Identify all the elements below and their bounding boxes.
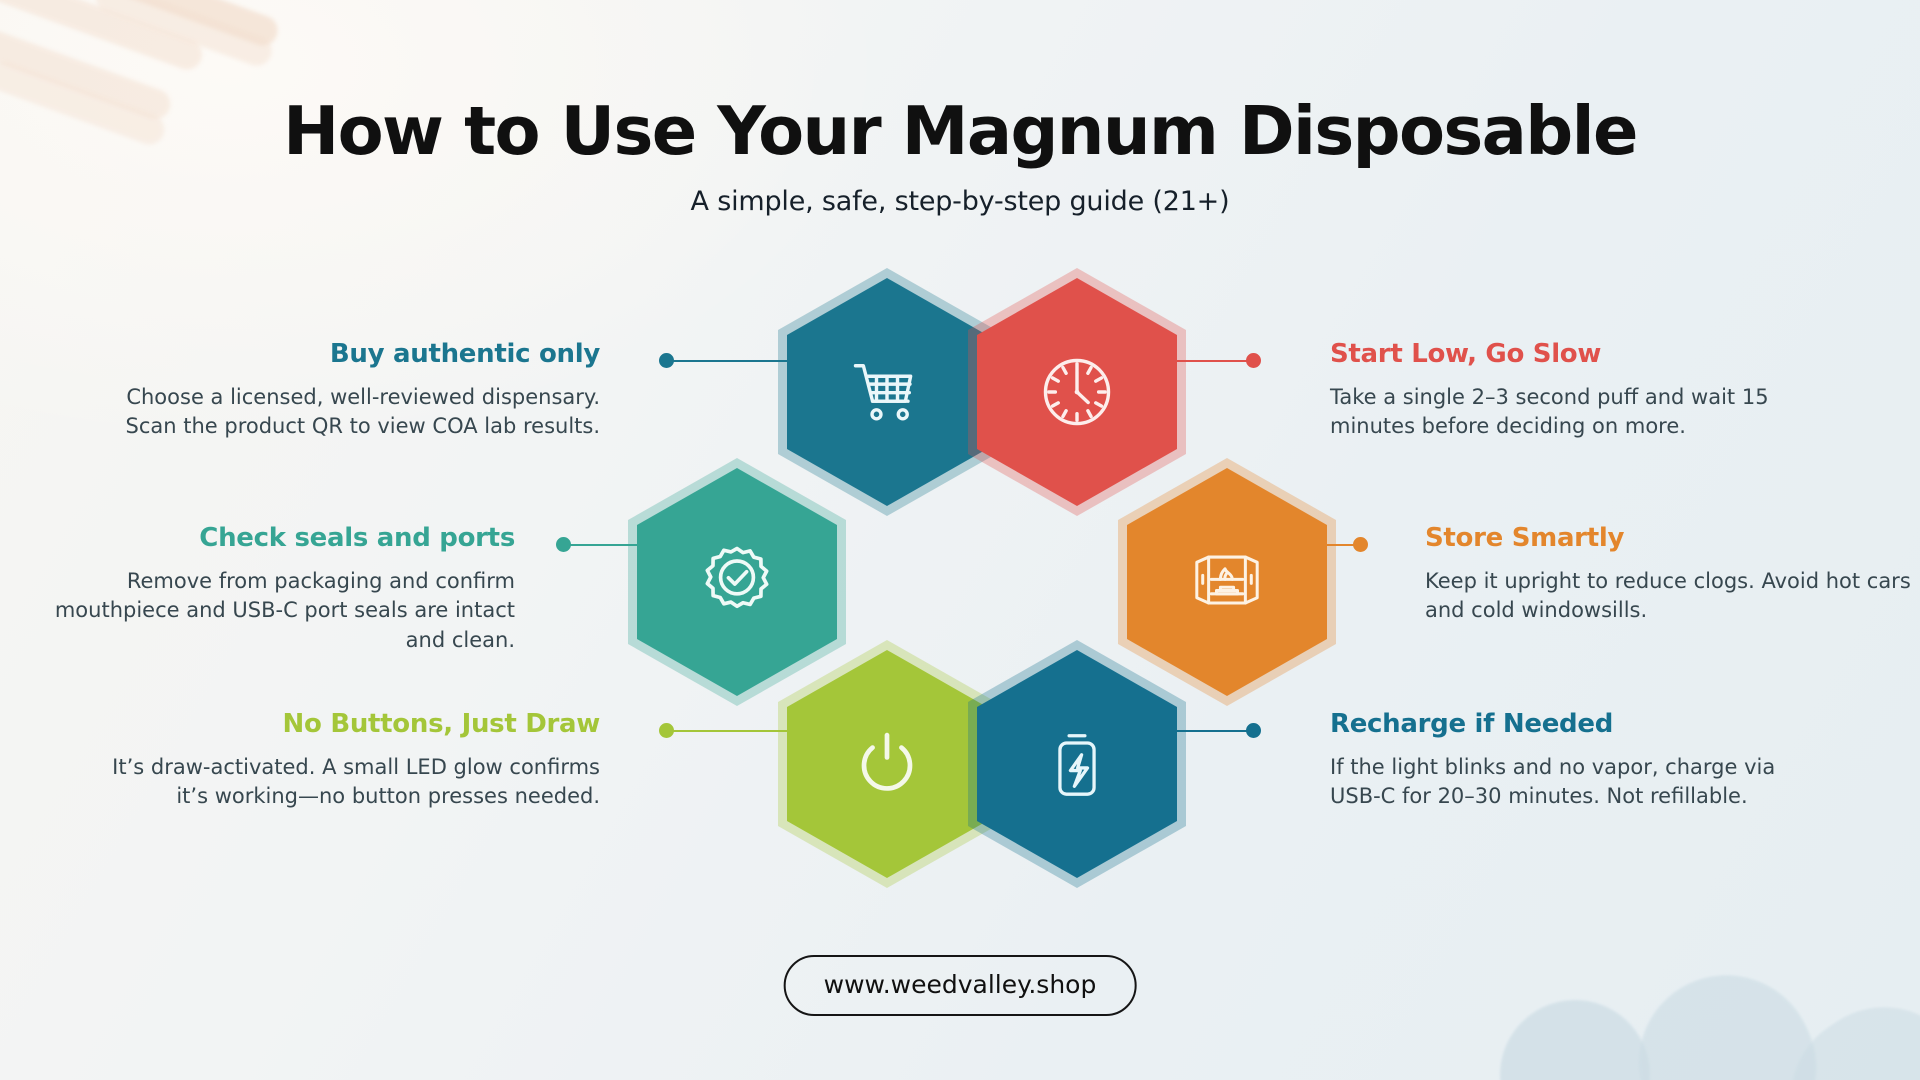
connector-buy-authentic-only [659, 353, 790, 368]
hex-recharge-if-needed[interactable] [968, 640, 1186, 888]
card-title: No Buttons, Just Draw [282, 709, 601, 739]
hex-check-seals-and-ports[interactable] [628, 458, 846, 706]
power-button-icon [845, 722, 929, 806]
verified-badge-icon [695, 540, 779, 624]
card-body: It’s draw-activated. A small LED glow co… [112, 754, 600, 809]
page-subtitle: A simple, safe, step-by-step guide (21+) [690, 186, 1230, 218]
cabinet-icon [1185, 540, 1269, 624]
leaf-shapes-decoration [1472, 880, 1920, 1080]
page-title: How to Use Your Magnum Disposable [283, 92, 1638, 170]
card-recharge-if-needed: Recharge if Needed If the light blinks a… [1330, 710, 1830, 812]
clock-icon [1035, 350, 1119, 434]
connector-dot [659, 353, 674, 368]
website-url-pill[interactable]: www.weedvalley.shop [783, 955, 1137, 1016]
connector-dot [1246, 723, 1261, 738]
card-body: Remove from packaging and confirm mouthp… [54, 568, 515, 653]
card-title: Store Smartly [1425, 523, 1625, 553]
connector-no-buttons-just-draw [659, 723, 790, 738]
card-title: Buy authentic only [329, 339, 600, 369]
card-body: Keep it upright to reduce clogs. Avoid h… [1425, 568, 1911, 623]
card-title: Check seals and ports [199, 523, 515, 553]
hex-shape [1127, 468, 1327, 696]
hex-no-buttons-just-draw[interactable] [778, 640, 996, 888]
card-buy-authentic-only: Buy authentic only Choose a licensed, we… [100, 339, 601, 442]
hex-start-low-go-slow[interactable] [968, 268, 1186, 516]
card-title: Recharge if Needed [1330, 709, 1613, 739]
shopping-cart-icon [845, 350, 929, 434]
card-no-buttons-just-draw: No Buttons, Just Draw It’s draw-activate… [100, 710, 600, 812]
header: How to Use Your Magnum Disposable A simp… [0, 92, 1920, 218]
battery-charging-icon [1035, 722, 1119, 806]
connector-start-low-go-slow [1130, 353, 1261, 368]
connector-dot [1353, 537, 1368, 552]
card-body: Take a single 2–3 second puff and wait 1… [1330, 384, 1769, 439]
hex-store-smartly[interactable] [1118, 458, 1336, 706]
card-check-seals-and-ports: Check seals and ports Remove from packag… [15, 524, 515, 656]
connector-dot [659, 723, 674, 738]
connector-dot [1246, 353, 1261, 368]
connector-dot [556, 537, 571, 552]
connector-recharge-if-needed [1130, 723, 1261, 738]
hex-buy-authentic-only[interactable] [778, 268, 996, 516]
hexagon-cluster [628, 268, 1336, 898]
card-start-low-go-slow: Start Low, Go Slow Take a single 2–3 sec… [1330, 340, 1830, 442]
card-body: Choose a licensed, well-reviewed dispens… [125, 384, 601, 439]
card-body: If the light blinks and no vapor, charge… [1330, 754, 1776, 809]
card-store-smartly: Store Smartly Keep it upright to reduce … [1425, 524, 1920, 626]
card-title: Start Low, Go Slow [1330, 339, 1602, 369]
